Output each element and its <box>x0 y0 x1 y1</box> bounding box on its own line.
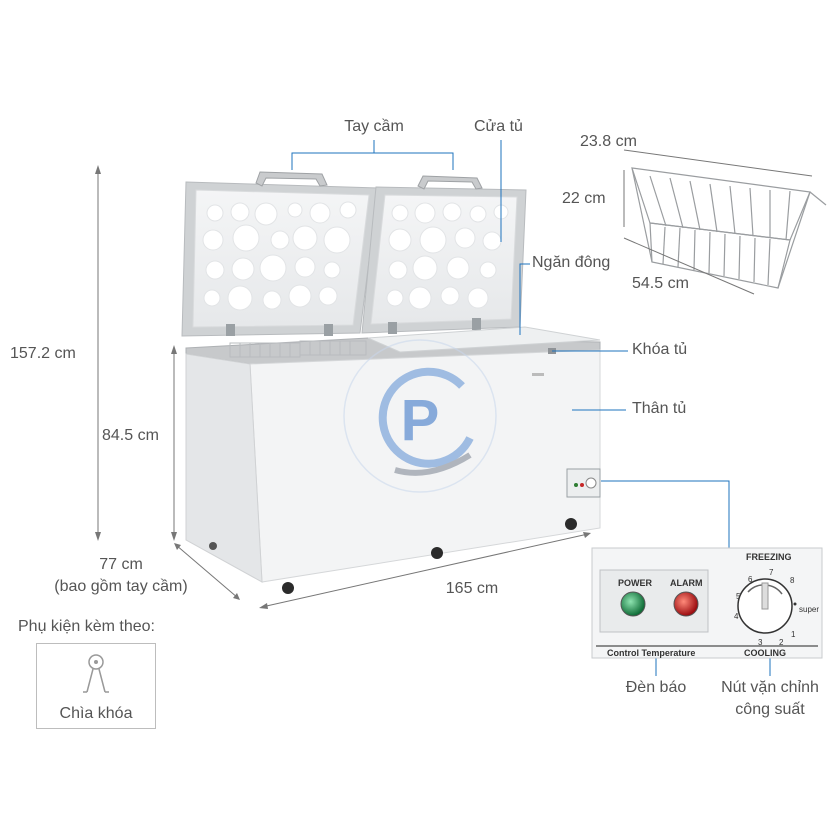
knob-number: 4 <box>734 612 739 621</box>
accessory-box: Chìa khóa <box>36 643 156 729</box>
control-temperature-text: Control Temperature <box>607 648 696 658</box>
freezer-compartment-label: Ngăn đông <box>532 254 611 271</box>
cooling-text: COOLING <box>744 648 786 658</box>
key-icon <box>83 654 109 693</box>
width-dimension-line <box>259 532 591 609</box>
basket-width-label: 54.5 cm <box>632 275 689 292</box>
knob-number: 2 <box>779 638 784 647</box>
watermark-logo: P <box>343 339 497 493</box>
alarm-text: ALARM <box>670 578 703 588</box>
power-text: POWER <box>618 578 653 588</box>
total-height-label: 157.2 cm <box>10 345 76 362</box>
height-dimension-line <box>95 165 101 541</box>
depth-dimension-line <box>174 543 240 600</box>
handle-left <box>255 171 328 187</box>
accessory-item-label: Chìa khóa <box>59 705 133 722</box>
knob-number: 6 <box>748 575 753 584</box>
power-knob-label-line2: công suất <box>735 701 805 718</box>
basket-height-label: 22 cm <box>562 190 606 207</box>
lock-label: Khóa tủ <box>632 341 688 358</box>
svg-text:P: P <box>401 388 440 453</box>
alarm-light <box>673 591 699 617</box>
control-panel-zoom <box>591 547 823 659</box>
side-body <box>185 353 263 583</box>
handle-label: Tay cầm <box>344 118 404 135</box>
width-label: 165 cm <box>445 580 499 597</box>
power-light <box>620 591 646 617</box>
basket-dimension-lines <box>623 149 813 295</box>
basket-illustration <box>631 167 827 289</box>
body-height-dimension-line <box>171 345 177 541</box>
depth-label-line2: (bao gồm tay cầm) <box>54 578 188 595</box>
depth-label-line1: 77 cm <box>99 556 143 573</box>
knob-number: 1 <box>791 630 796 639</box>
power-knob-label-line1: Nút vặn chỉnh <box>721 679 819 696</box>
body-label: Thân tủ <box>632 400 687 417</box>
super-text: super <box>799 605 820 614</box>
accessories-title: Phụ kiện kèm theo: <box>18 618 155 635</box>
handle-right <box>417 175 483 190</box>
body-height-label: 84.5 cm <box>102 427 159 444</box>
knob-number: 8 <box>790 576 795 585</box>
freezing-text: FREEZING <box>746 552 792 562</box>
knob-number: 7 <box>769 568 774 577</box>
indicator-light-label: Đèn báo <box>625 679 687 696</box>
knob-number: 3 <box>758 638 763 647</box>
door-label: Cửa tủ <box>474 118 523 135</box>
knob-number: 5 <box>736 592 741 601</box>
freezer-illustration <box>181 171 601 594</box>
basket-depth-label: 23.8 cm <box>580 133 637 150</box>
